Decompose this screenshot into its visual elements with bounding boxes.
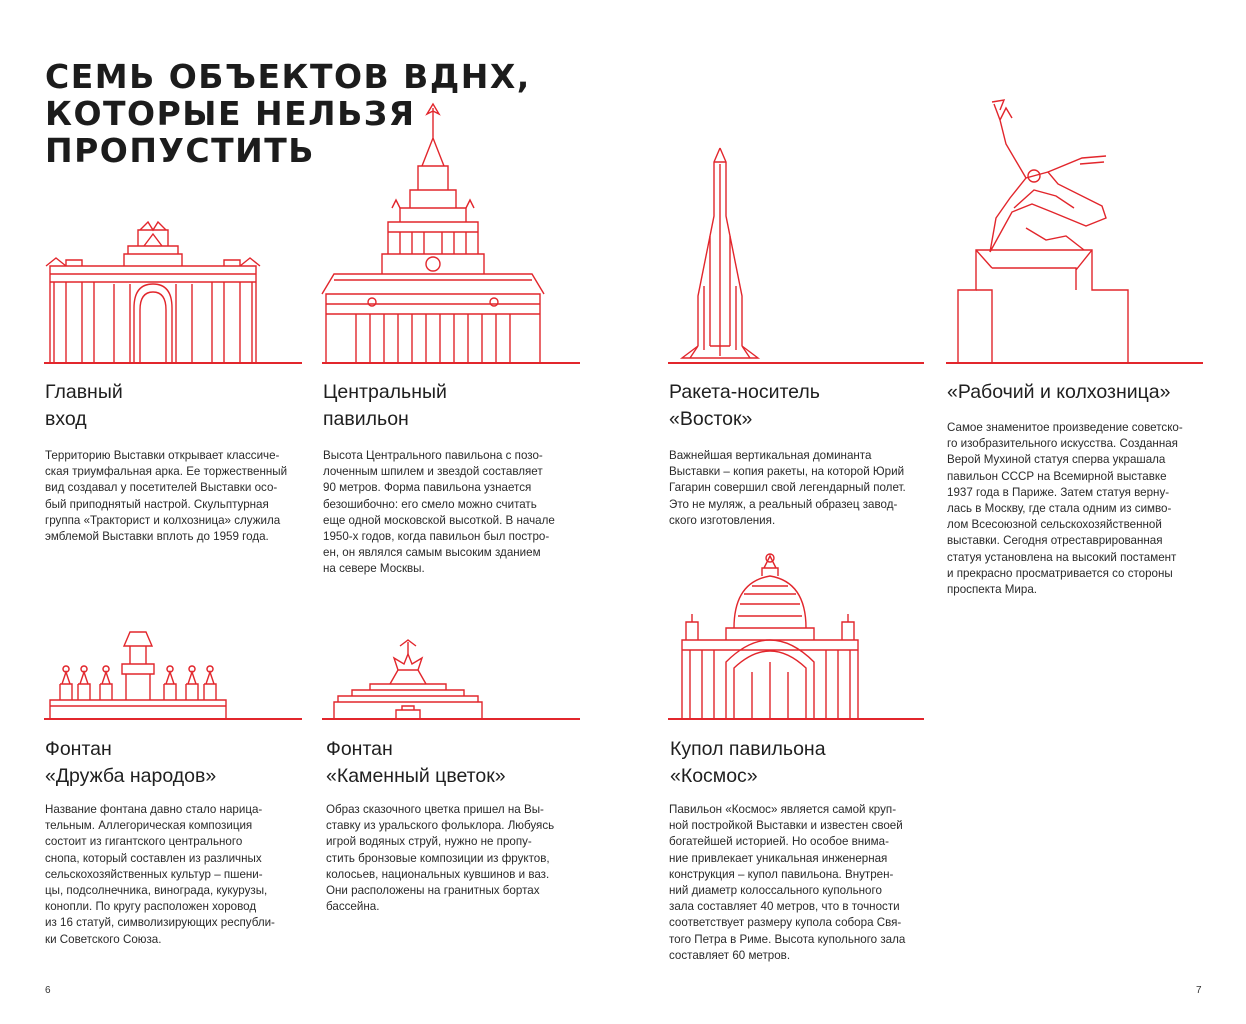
object-title-worker-statue: «Рабочий и колхозница» (947, 381, 1171, 403)
object-title-kosmos-dome: Купол павильона«Космос» (670, 738, 826, 787)
central-pavilion-baseline (322, 362, 580, 364)
statue-baseline (946, 362, 1203, 364)
object-description-stone-flower: Образ сказочного цветка пришел на Вы- ст… (326, 803, 555, 914)
arch-baseline (44, 362, 302, 364)
worker-and-kolkhoz-woman-statue-icon (956, 100, 1134, 364)
object-description-vostok-rocket: Важнейшая вертикальная доминанта Выставк… (669, 449, 906, 527)
friendship-fountain-baseline (44, 718, 302, 720)
vostok-rocket-icon (680, 146, 760, 362)
page-number-left: 6 (45, 985, 51, 996)
page-number-right: 7 (1196, 985, 1202, 996)
object-description-central-pavilion: Высота Центрального павильона с позо- ло… (323, 449, 555, 576)
kosmos-baseline (668, 718, 924, 720)
stone-flower-baseline (322, 718, 580, 720)
main-entrance-arch-icon (44, 222, 302, 364)
object-title-stone-flower: Фонтан«Каменный цветок» (326, 738, 506, 787)
page-title: СЕМЬ ОБЪЕКТОВ ВДНХ, КОТОРЫЕ НЕЛЬЗЯ ПРОПУ… (45, 57, 531, 170)
stone-flower-fountain-icon (334, 640, 482, 720)
central-pavilion-icon (322, 104, 544, 364)
object-title-friendship-fountain: Фонтан«Дружба народов» (45, 738, 217, 787)
object-description-worker-statue: Самое знаменитое произведение советско- … (947, 421, 1183, 597)
kosmos-pavilion-dome-icon (682, 552, 858, 720)
object-description-friendship-fountain: Название фонтана давно стало нарица- тел… (45, 803, 275, 946)
friendship-of-peoples-fountain-icon (50, 630, 226, 720)
object-description-main-entrance: Территорию Выставки открывает классиче- … (45, 449, 288, 544)
object-title-vostok-rocket: Ракета-носитель«Восток» (669, 381, 820, 430)
rocket-baseline (668, 362, 924, 364)
object-description-kosmos-dome: Павильон «Космос» является самой круп- н… (669, 803, 906, 962)
